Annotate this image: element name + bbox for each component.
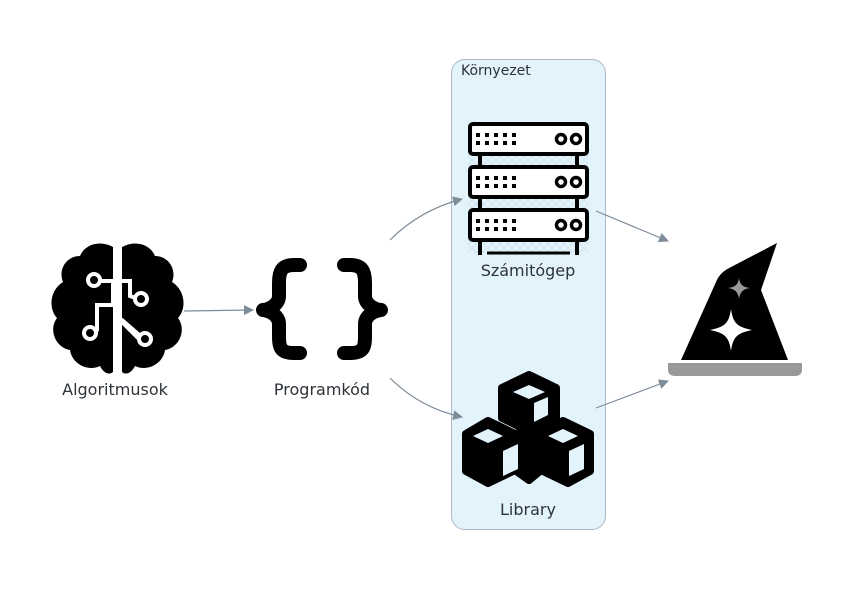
edge-code-to-computer	[389, 196, 463, 241]
cubes-icon	[462, 371, 594, 487]
edge-computer-to-magic	[595, 210, 669, 243]
edge-library-to-magic	[595, 379, 669, 409]
curly-braces-icon	[256, 258, 388, 360]
cluster-label: Környezet	[461, 63, 531, 79]
node-label-algorithms: Algoritmusok	[62, 380, 168, 399]
node-label-computer: Számitógep	[480, 261, 576, 280]
edges	[183, 196, 669, 421]
edge-algorithms-to-code	[183, 305, 254, 316]
brain-circuit-icon	[51, 243, 184, 374]
edge-code-to-library	[389, 377, 463, 421]
cube-faces	[473, 385, 584, 476]
node-label-library: Library	[500, 500, 556, 519]
node-label-code: Programkód	[273, 380, 371, 399]
server-rack-icon	[468, 122, 589, 255]
wizard-hat-icon	[668, 243, 802, 376]
